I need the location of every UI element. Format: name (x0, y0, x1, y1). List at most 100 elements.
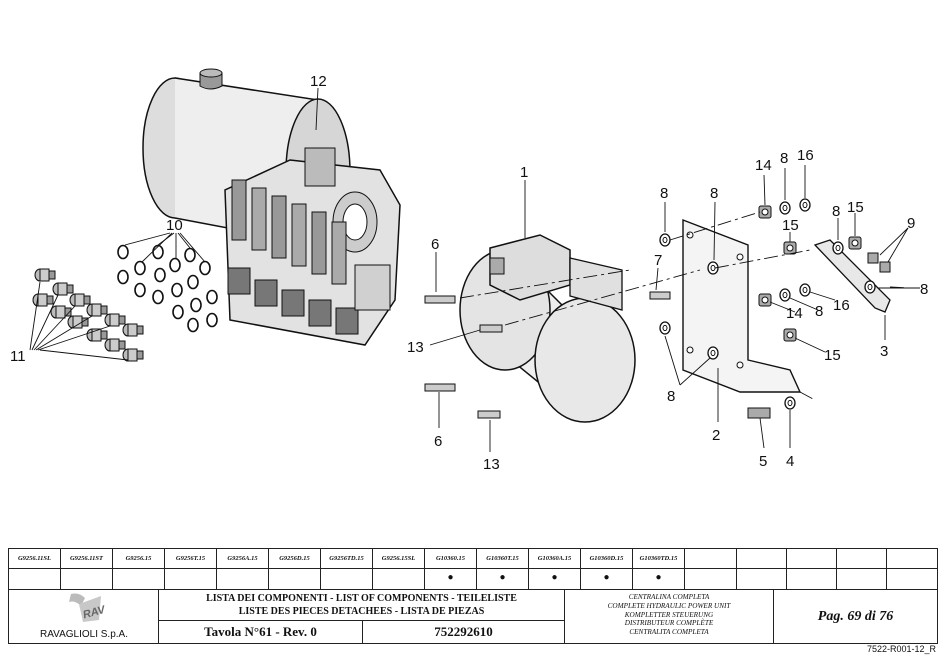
callout-11: 11 (10, 348, 26, 365)
electric-motor (459, 234, 636, 423)
model-cell: G9256A.15 (217, 549, 269, 589)
description-de: KOMPLETTER STEUERUNG (624, 610, 714, 619)
model-code: G10360A.15 (529, 551, 580, 569)
model-code: G9256A.15 (217, 551, 268, 569)
model-code: G9256.11SL (9, 551, 60, 569)
callout-15b: 15 (847, 199, 864, 216)
description-es: CENTRALITA COMPLETA (629, 628, 709, 637)
model-code (685, 551, 736, 569)
model-code: G9256TD.15 (321, 551, 372, 569)
model-code: G10360.15 (425, 551, 476, 569)
model-mark (113, 569, 164, 587)
callout-6b: 6 (434, 433, 442, 450)
description-fr: DISTRIBUTEUR COMPLÈTE (624, 619, 714, 628)
callout-15a: 15 (782, 217, 799, 234)
model-code (737, 551, 786, 569)
callout-5: 5 (759, 453, 767, 470)
callouts: 12 1 10 11 6 13 6 13 8 8 7 8 2 5 4 14 8 … (10, 73, 928, 473)
model-code (787, 551, 836, 569)
callout-12: 12 (310, 73, 327, 90)
model-cell: G9256D.15 (269, 549, 321, 589)
model-cell: G9256.15SL (373, 549, 425, 589)
callout-8b: 8 (710, 185, 718, 202)
model-code: G10360D.15 (581, 551, 632, 569)
model-mark (165, 569, 216, 587)
callout-15c: 15 (824, 347, 841, 364)
screws (424, 252, 891, 419)
leader-lines (29, 87, 920, 452)
model-mark (837, 569, 886, 587)
description-it: CENTRALINA COMPLETA (628, 593, 710, 601)
logo-box: RAV RAVAGLIOLI S.p.A. (9, 590, 159, 644)
valve-block (224, 147, 401, 346)
callout-16a: 16 (797, 147, 814, 164)
model-cell: G10360.15● (425, 549, 477, 589)
callout-8e: 8 (832, 203, 840, 220)
model-code (887, 551, 937, 569)
callout-13a: 13 (407, 339, 424, 356)
tavola-revision: Tavola N°61 - Rev. 0 (159, 620, 363, 644)
model-mark: ● (551, 572, 558, 583)
model-cell (837, 549, 887, 589)
exploded-parts-drawing: 12 1 10 11 6 13 6 13 8 8 7 8 2 5 4 14 8 … (10, 68, 928, 473)
callout-9: 9 (907, 215, 915, 232)
model-mark (9, 569, 60, 587)
info-row: RAV RAVAGLIOLI S.p.A. LISTA DEI COMPONEN… (9, 589, 937, 644)
callout-10: 10 (166, 217, 183, 234)
callout-3: 3 (880, 343, 888, 360)
model-code: G9256.11ST (61, 551, 112, 569)
ravaglioli-logo: RAV (69, 593, 108, 622)
assembly-lines (459, 211, 911, 401)
model-cell: G9256T.15 (165, 549, 217, 589)
model-mark (321, 569, 372, 587)
model-mark: ● (603, 572, 610, 583)
company-name: RAVAGLIOLI S.p.A. (40, 629, 128, 640)
model-cell: G10360A.15 ● (529, 549, 581, 589)
model-cell (685, 549, 737, 589)
callout-8f: 8 (920, 281, 928, 298)
model-code (837, 551, 886, 569)
model-mark (61, 569, 112, 587)
callout-4: 4 (786, 453, 794, 470)
model-mark (269, 569, 320, 587)
description-en: COMPLETE HYDRAULIC POWER UNIT (607, 601, 731, 610)
model-cell: G10360D.15 ● (581, 549, 633, 589)
callout-2: 2 (712, 427, 720, 444)
callout-14b: 14 (786, 305, 803, 322)
list-box: LISTA DEI COMPONENTI - LIST OF COMPONENT… (159, 590, 565, 644)
model-mark (887, 569, 937, 587)
drawing-number: 752292610 (434, 624, 493, 639)
callout-8g: 8 (815, 303, 823, 320)
model-cell: G9256TD.15 (321, 549, 373, 589)
description-box: CENTRALINA COMPLETA COMPLETE HYDRAULIC P… (565, 590, 774, 644)
model-code: G9256.15SL (373, 551, 424, 569)
callout-7: 7 (654, 252, 662, 269)
callout-16b: 16 (833, 297, 850, 314)
model-cell: G9256.15 (113, 549, 165, 589)
small-bracket (813, 239, 891, 313)
model-cell (737, 549, 787, 589)
model-cell: G10360TD.15 ● (633, 549, 685, 589)
model-code: G9256.15 (113, 551, 164, 569)
model-mark: ● (499, 572, 506, 583)
callout-8c: 8 (667, 388, 675, 405)
model-code: G10360T.15 (477, 551, 528, 569)
model-cell (787, 549, 837, 589)
page-number: Pag. 69 di 76 (817, 609, 894, 624)
model-cell: G9256.11SL (9, 549, 61, 589)
document-code: 7522-R001-12_R (866, 644, 936, 654)
model-code: G10360TD.15 (633, 551, 684, 569)
model-codes-row: G9256.11SL G9256.11ST G9256.15 G9256T.15… (9, 549, 937, 589)
model-mark (373, 569, 424, 587)
callout-13b: 13 (483, 456, 500, 473)
model-cell: G9256.11ST (61, 549, 113, 589)
model-mark: ● (655, 572, 662, 583)
list-title-line1: LISTA DEI COMPONENTI - LIST OF COMPONENT… (206, 593, 517, 604)
callout-8d: 8 (780, 150, 788, 167)
title-block: G9256.11SL G9256.11ST G9256.15 G9256T.15… (8, 548, 938, 644)
model-code: G9256T.15 (165, 551, 216, 569)
model-mark (787, 569, 836, 587)
model-mark (685, 569, 736, 587)
model-cell (887, 549, 937, 589)
model-mark (217, 569, 268, 587)
